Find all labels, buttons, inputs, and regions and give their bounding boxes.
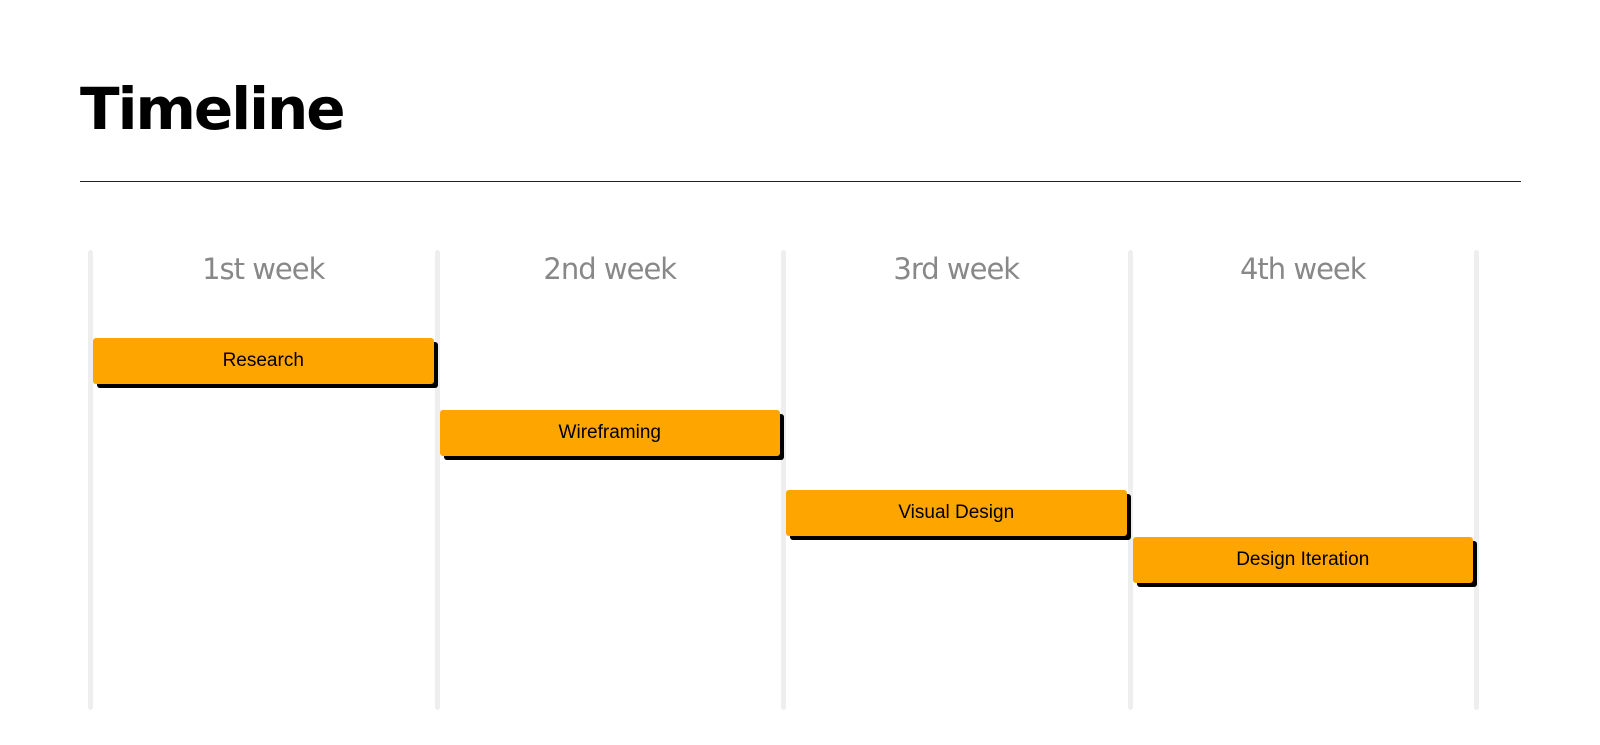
week-label-1: 1st week [202,252,325,286]
task-bar-research[interactable]: Research [93,338,434,384]
week-label-4: 4th week [1239,252,1367,286]
page-title: Timeline [80,75,346,143]
week-label-3: 3rd week [893,252,1020,286]
week-gridline-0 [88,250,93,710]
week-gridline-1 [434,250,440,710]
week-gridline-3 [1127,250,1133,710]
week-gridline-4 [1474,250,1479,710]
task-bar-visual-design[interactable]: Visual Design [786,490,1127,536]
week-label-2: 2nd week [543,252,677,286]
task-bar-wireframing[interactable]: Wireframing [439,410,780,456]
week-gridline-2 [781,250,786,710]
task-bar-design-iteration[interactable]: Design Iteration [1132,537,1473,583]
title-divider [80,181,1521,182]
